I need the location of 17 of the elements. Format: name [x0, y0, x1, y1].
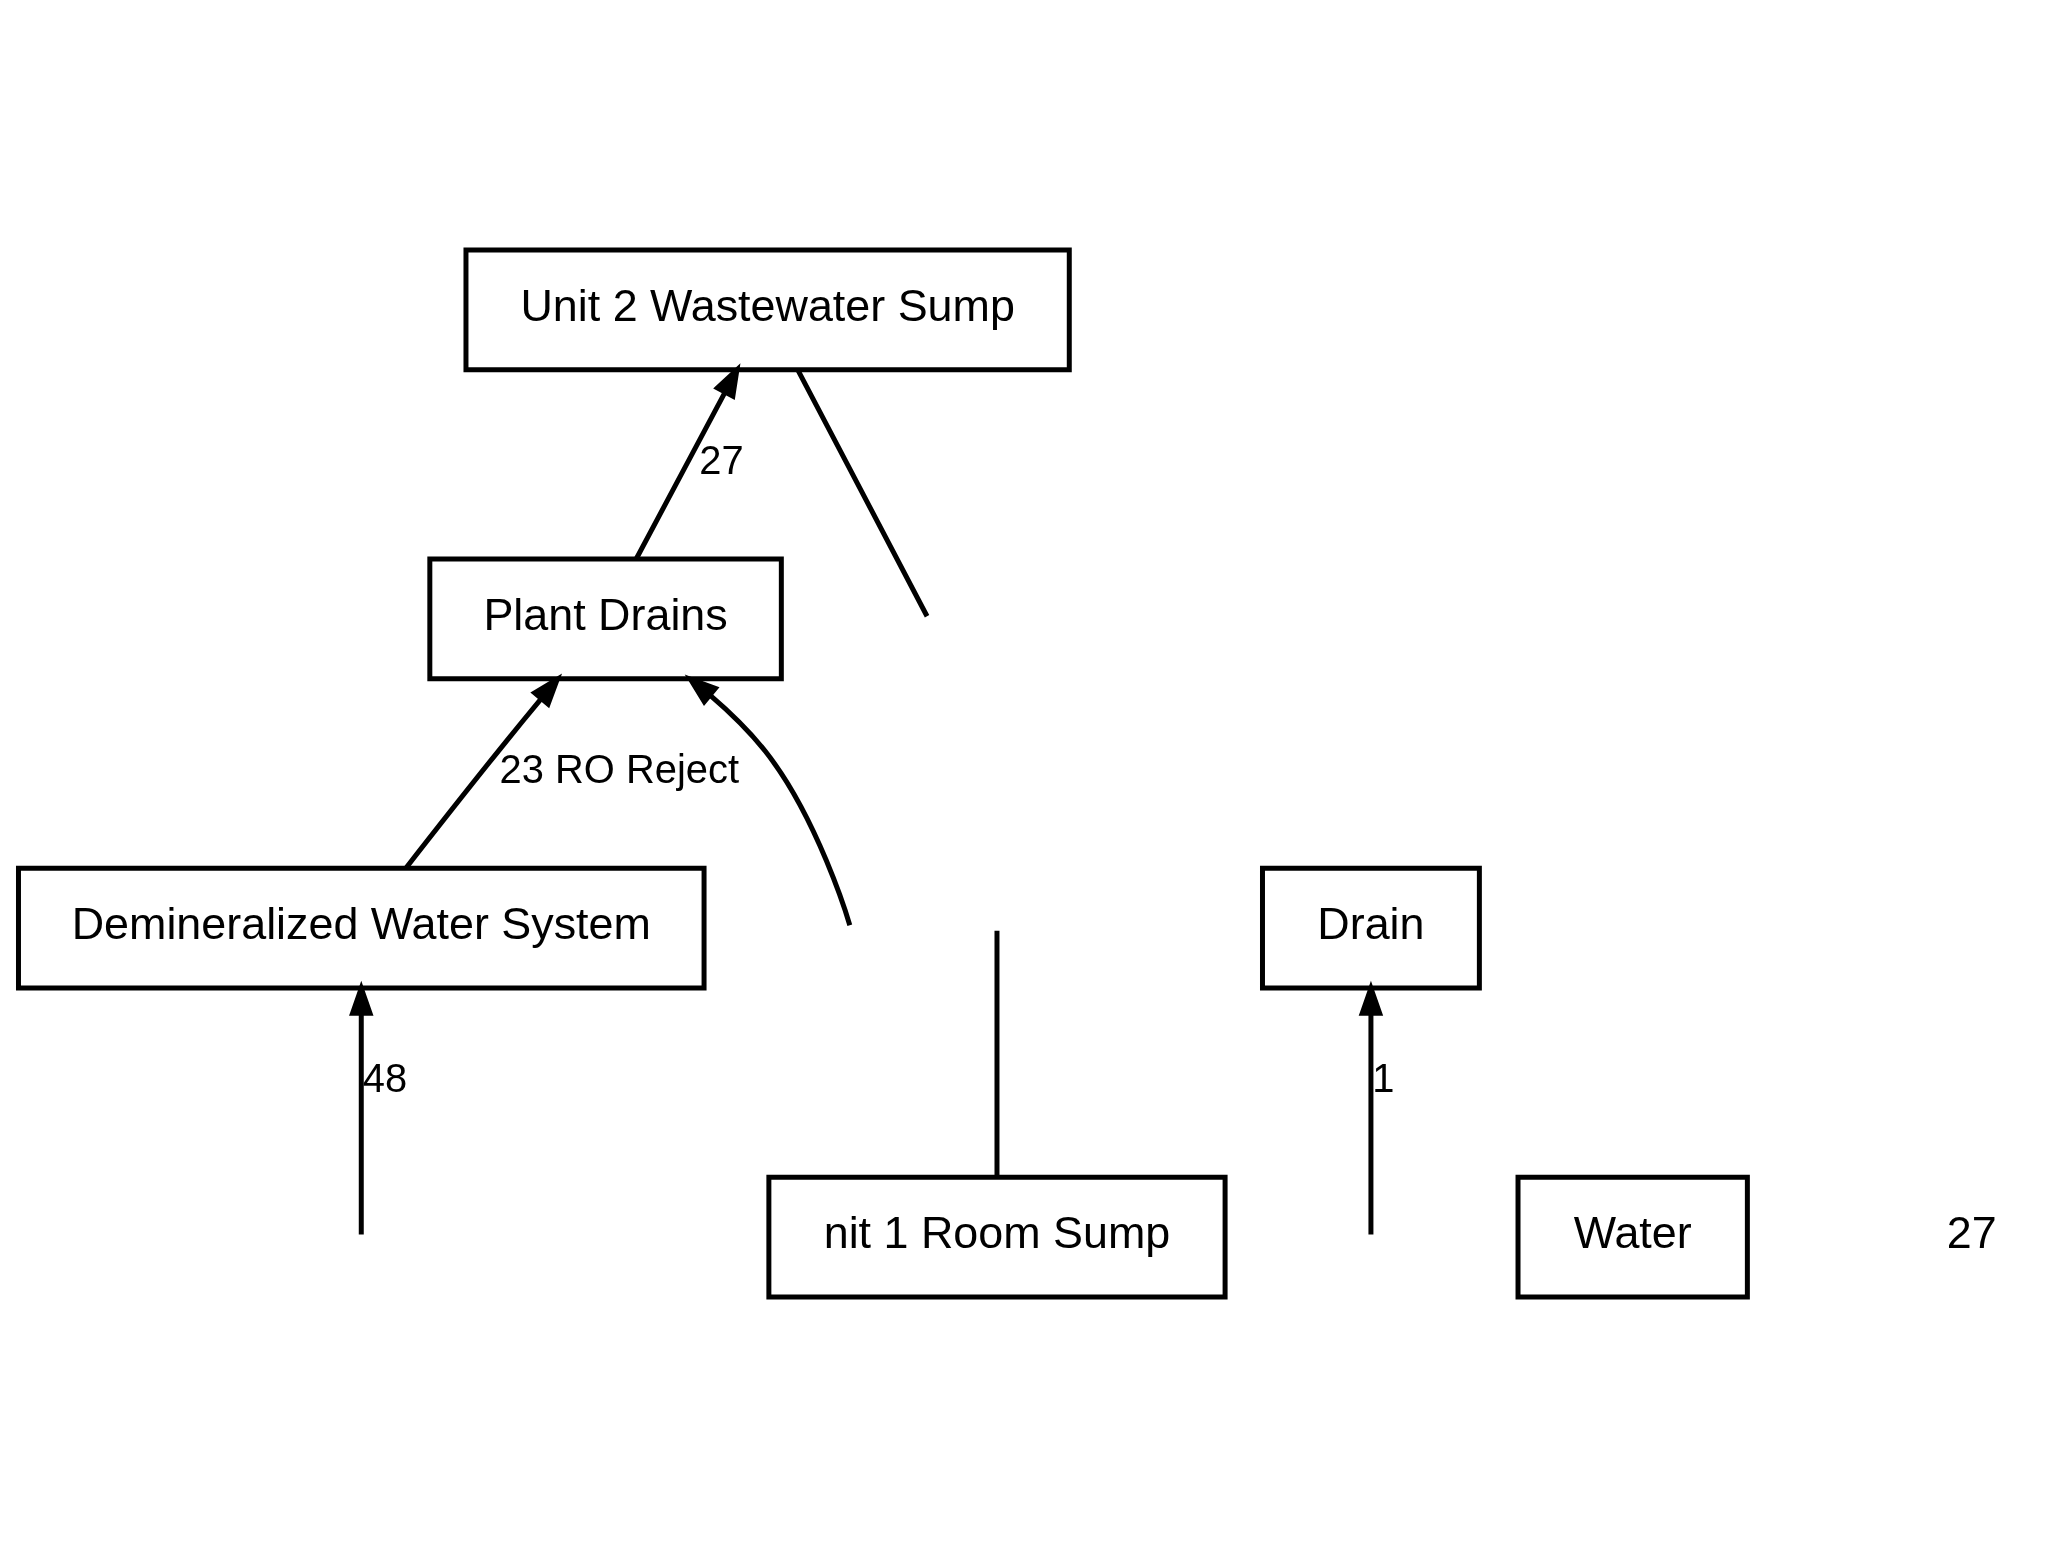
- node-box: nit 1 Room Sump: [766, 1174, 1228, 1300]
- edge-label: 27: [699, 437, 744, 482]
- node-box: Demineralized Water System: [16, 865, 707, 990]
- node-box: Plant Drains: [427, 556, 784, 681]
- connector: [994, 930, 1000, 1177]
- node-box: Water: [1515, 1174, 1750, 1300]
- arrow: [404, 672, 563, 869]
- arrow: [1358, 980, 1384, 1234]
- arrow: [634, 362, 741, 560]
- node-box: Drain: [1260, 865, 1482, 990]
- edge-label: 1: [1372, 1055, 1395, 1100]
- label: 27: [1946, 1206, 1997, 1258]
- edge-label: 23 RO Reject: [499, 746, 739, 791]
- connector: [795, 368, 930, 617]
- arrow: [684, 673, 853, 926]
- arrow: [349, 980, 374, 1234]
- node-box: Unit 2 Wastewater Sump: [463, 246, 1072, 372]
